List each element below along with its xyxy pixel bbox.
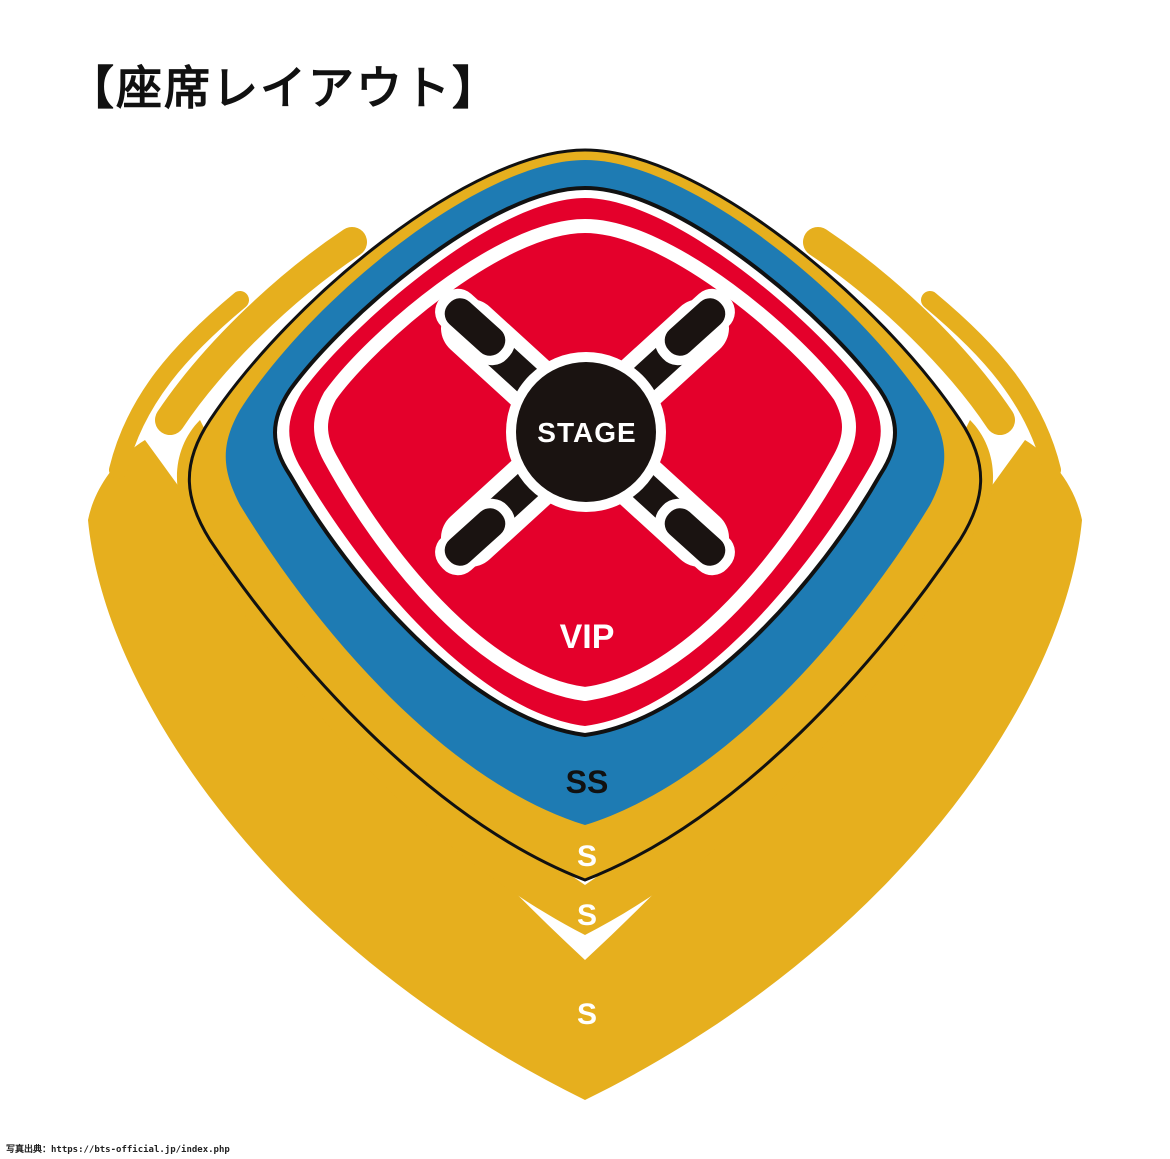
arc-left-outer <box>109 291 249 479</box>
arc-right-inner <box>803 227 1015 435</box>
vip-label: VIP <box>560 618 615 656</box>
stage-arm-end-bottom-right <box>655 498 735 576</box>
stage-circle[interactable] <box>516 362 656 502</box>
arc-right-outer <box>921 291 1061 479</box>
s-middle-label: S <box>577 899 597 932</box>
s-outer-label: S <box>577 998 597 1031</box>
photo-credit: 写真出典：https://bts-official.jp/index.php <box>6 1145 230 1155</box>
ss-label: SS <box>566 764 609 800</box>
stage-arm-end-bottom-left <box>435 498 515 576</box>
stage-label: STAGE <box>537 417 636 448</box>
stage-arm-end-top-left <box>435 288 515 366</box>
arc-left-inner <box>155 227 367 435</box>
vip-inner-border <box>314 218 856 702</box>
page-title: 【座席レイアウト】 <box>68 61 500 115</box>
s-inner-label: S <box>577 840 597 873</box>
stage-arm-end-top-right <box>655 288 735 366</box>
